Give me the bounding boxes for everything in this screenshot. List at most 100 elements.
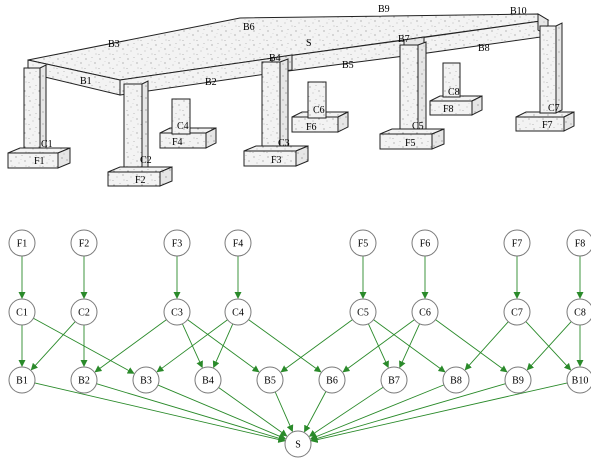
- node-f8: F8: [566, 229, 591, 257]
- label-b9: B9: [378, 4, 390, 15]
- node-circle-f6: [411, 229, 439, 257]
- label-b4: B4: [269, 53, 281, 64]
- label-f6: F6: [306, 122, 317, 133]
- node-label-b6: B6: [326, 376, 338, 387]
- node-label-c8: C8: [574, 308, 586, 319]
- footing-f3: [243, 145, 309, 167]
- node-label-b5: B5: [264, 376, 276, 387]
- node-b7: B7: [380, 366, 408, 394]
- edge-c5-b5: [280, 319, 353, 373]
- node-c2: C2: [70, 298, 98, 326]
- edge-b10-s: [310, 382, 568, 443]
- label-b5: B5: [342, 60, 354, 71]
- edge-c2-b1: [30, 321, 76, 371]
- label-f1: F1: [34, 156, 45, 167]
- node-circle-c7: [503, 298, 531, 326]
- label-b2: B2: [205, 77, 217, 88]
- node-b4: B4: [194, 366, 222, 394]
- node-label-b7: B7: [388, 376, 400, 387]
- node-c7: C7: [503, 298, 531, 326]
- node-label-b2: B2: [78, 376, 90, 387]
- column-c8: [442, 62, 461, 98]
- node-c4: C4: [224, 298, 252, 326]
- node-circle-c8: [566, 298, 591, 326]
- node-label-c3: C3: [171, 308, 183, 319]
- node-circle-f1: [8, 229, 36, 257]
- node-c1: C1: [8, 298, 36, 326]
- node-circle-f8: [566, 229, 591, 257]
- label-b8: B8: [478, 43, 490, 54]
- node-b5: B5: [256, 366, 284, 394]
- node-circle-c3: [163, 298, 191, 326]
- label-b10: B10: [510, 6, 527, 17]
- node-b8: B8: [442, 366, 470, 394]
- edge-c4-b6: [248, 319, 322, 373]
- node-label-b1: B1: [16, 376, 28, 387]
- node-label-f2: F2: [79, 239, 90, 250]
- node-circle-b8: [442, 366, 470, 394]
- node-circle-f3: [163, 229, 191, 257]
- node-circle-b4: [194, 366, 222, 394]
- label-c3: C3: [278, 138, 290, 149]
- node-label-c7: C7: [511, 308, 523, 319]
- edge-b4-s: [218, 387, 288, 437]
- node-c5: C5: [349, 298, 377, 326]
- node-c8: C8: [566, 298, 591, 326]
- edge-b3-s: [157, 384, 287, 440]
- edge-c3-b2: [94, 319, 167, 373]
- node-label-f5: F5: [358, 239, 369, 250]
- label-c8: C8: [448, 87, 460, 98]
- edge-b7-s: [308, 386, 384, 437]
- edge-c4-b3: [156, 319, 228, 373]
- node-circle-b7: [380, 366, 408, 394]
- node-label-b8: B8: [450, 376, 462, 387]
- node-b2: B2: [70, 366, 98, 394]
- node-label-f1: F1: [17, 239, 28, 250]
- edge-b6-s: [304, 391, 327, 433]
- edge-b9-s: [310, 383, 506, 442]
- node-label-c1: C1: [16, 308, 28, 319]
- footing-f5: [379, 128, 445, 150]
- label-f3: F3: [271, 155, 282, 166]
- label-b6: B6: [243, 22, 255, 33]
- node-circle-b1: [8, 366, 36, 394]
- column-c6: [307, 81, 327, 119]
- node-c6: C6: [411, 298, 439, 326]
- node-circle-b3: [132, 366, 160, 394]
- node-f3: F3: [163, 229, 191, 257]
- node-label-f6: F6: [420, 239, 431, 250]
- node-label-f8: F8: [575, 239, 586, 250]
- node-f1: F1: [8, 229, 36, 257]
- label-f2: F2: [135, 175, 146, 186]
- node-label-c5: C5: [357, 308, 369, 319]
- node-b6: B6: [318, 366, 346, 394]
- edge-c4-b4: [212, 323, 234, 369]
- node-circle-c5: [349, 298, 377, 326]
- node-c3: C3: [163, 298, 191, 326]
- node-f5: F5: [349, 229, 377, 257]
- node-f6: F6: [411, 229, 439, 257]
- label-c7: C7: [548, 103, 560, 114]
- edge-b5-s: [274, 391, 294, 433]
- edge-c7-b10: [525, 321, 572, 371]
- label-b1: B1: [80, 76, 92, 87]
- node-label-b3: B3: [140, 376, 152, 387]
- structure-3d-view: S B1 B2 B3 B4 B5 B6 B7 B8 B9 B10 C1 C2 C…: [7, 4, 575, 187]
- label-c5: C5: [412, 121, 424, 132]
- node-s: S: [284, 430, 312, 458]
- label-b3: B3: [108, 39, 120, 50]
- column-c4: [171, 98, 191, 135]
- label-f8: F8: [443, 104, 454, 115]
- node-b9: B9: [504, 366, 532, 394]
- node-circle-b5: [256, 366, 284, 394]
- edge-c5-b7: [367, 323, 389, 369]
- edge-c6-b7: [399, 323, 421, 369]
- edge-b8-s: [310, 384, 445, 440]
- node-label-f3: F3: [172, 239, 183, 250]
- edge-c5-b8: [373, 319, 446, 373]
- label-f7: F7: [542, 120, 553, 131]
- edge-c6-b9: [435, 319, 508, 373]
- node-circle-f5: [349, 229, 377, 257]
- footing-f1: [7, 147, 71, 169]
